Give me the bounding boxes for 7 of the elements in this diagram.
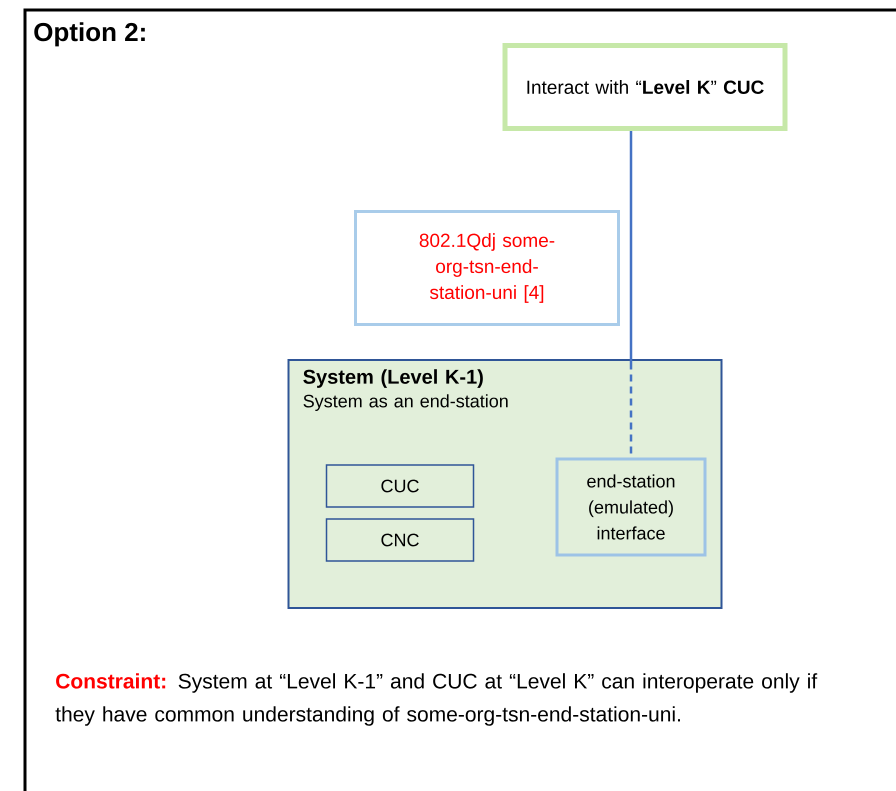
component-box: CNC [326,518,474,562]
interface-box: end-station (emulated) interface [556,458,706,556]
component-box: CUC [326,464,474,508]
spec-box: 802.1Qdj some-org-tsn-end-station-uni [4] [354,210,620,326]
heading: Option 2: [34,22,145,46]
constraint-note: Constraint: System at “Level K-1” and CUC at “Level K” can interoperate only if they have common understanding of some-org-tsn-end-station-uni. [56,673,818,726]
interaction-box: Interact with “Level K” CUC [502,43,788,131]
